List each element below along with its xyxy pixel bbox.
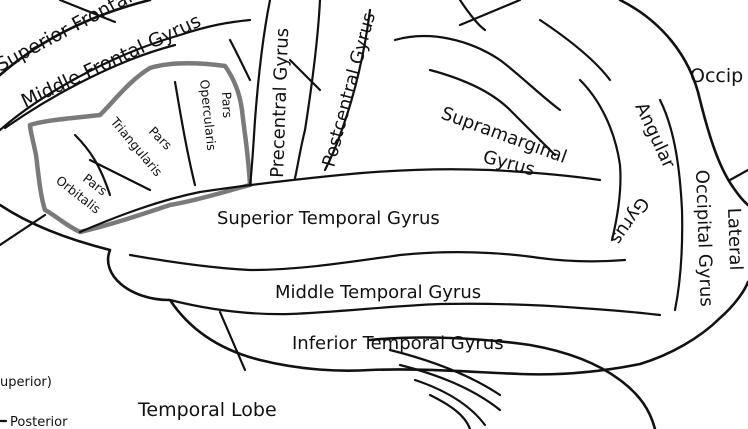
frontal-curve-outer xyxy=(0,18,252,132)
pars-sulcus-2 xyxy=(73,133,112,197)
cerebellum-fold-4 xyxy=(428,393,472,429)
cerebellum-fold-1 xyxy=(388,348,502,397)
inferior-temporal-label: Inferior Temporal Gyrus xyxy=(292,333,504,354)
brain-outline xyxy=(0,203,748,376)
lateral-occipital-label-1: Lateral xyxy=(723,207,746,270)
middle-frontal-label: Middle Frontal Gyrus xyxy=(18,10,205,113)
pars-sulcus-1 xyxy=(173,80,197,187)
lateral-sulcus xyxy=(78,168,602,234)
frontal-sulcus xyxy=(58,0,117,24)
frontal-curve-inner xyxy=(3,43,177,130)
temporal-lobe-pointer xyxy=(218,310,247,372)
parietal-pointer xyxy=(458,0,522,27)
superior-temporal-label: Superior Temporal Gyrus xyxy=(217,208,440,229)
angular-sulcus xyxy=(578,78,622,242)
pars-sulcus-3 xyxy=(88,158,152,192)
cerebellum-fold-3 xyxy=(413,378,487,427)
occipital-sulcus xyxy=(658,98,684,312)
middle-temporal-label: Middle Temporal Gyrus xyxy=(275,282,481,303)
brain-top-outline xyxy=(0,0,152,77)
cerebellum-outline xyxy=(368,336,657,429)
frontal-pointer xyxy=(0,213,47,247)
precentral-sulcus xyxy=(248,0,272,187)
temporal-lobe-label: Temporal Lobe xyxy=(137,399,277,421)
angular-label-2: Gyrus xyxy=(606,193,653,248)
brain-occipital-outline xyxy=(618,0,748,207)
legend-posterior-label: Posterior xyxy=(10,415,68,429)
precentral-label: Precentral Gyrus xyxy=(267,28,293,179)
occipital-lobe-label: Occip xyxy=(690,65,743,87)
inferior-temporal-sulcus xyxy=(168,298,662,317)
superior-temporal-sulcus xyxy=(128,251,627,272)
cerebellum-fold-2 xyxy=(398,363,502,412)
pars-opercularis-label-1: Pars xyxy=(219,91,235,118)
postcentral-sulcus xyxy=(323,8,372,172)
pars-triangularis-label-1: Pars xyxy=(146,124,175,153)
central-branch xyxy=(228,38,252,82)
pars-opercularis-label-2: Opercularis xyxy=(197,79,219,152)
intraparietal-sulcus xyxy=(393,34,562,112)
postcentral-branch xyxy=(288,58,322,92)
legend-superior-label: uperior) xyxy=(0,375,52,390)
angular-branch xyxy=(538,18,612,82)
postcentral-label: Postcentral Gyrus xyxy=(319,10,380,169)
supramarginal-sulcus xyxy=(428,68,557,157)
lateral-occipital-pointer xyxy=(728,168,748,182)
lateral-occipital-label-2: Occipital Gyrus xyxy=(691,169,717,307)
central-sulcus xyxy=(293,0,322,180)
